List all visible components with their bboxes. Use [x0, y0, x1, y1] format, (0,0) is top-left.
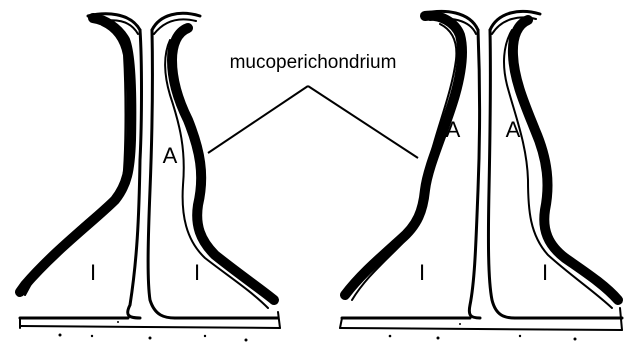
left-label-i-inner: I: [194, 260, 200, 285]
left-outer-mucosa-line: [20, 18, 131, 292]
right-label-a-outer: A: [446, 117, 461, 142]
right-base-line-lower: [340, 328, 622, 330]
right-right-mucosa-line: [513, 20, 618, 300]
right-label-i-inner: I: [542, 260, 548, 285]
leader-line-right: [308, 86, 418, 158]
left-outer-thin-line: [25, 25, 126, 295]
left-base-line-lower: [20, 326, 280, 328]
right-label-i-outer: I: [419, 260, 425, 285]
left-right-thin-line: [165, 40, 268, 308]
right-label-a-inner: A: [506, 117, 521, 142]
right-septum-left-edge: [469, 30, 480, 318]
right-right-thin-line: [504, 30, 612, 308]
left-label-a: A: [163, 143, 178, 168]
leader-line-left: [208, 86, 308, 153]
left-label-i-outer: I: [90, 260, 96, 285]
mucoperichondrium-label: mucoperichondrium: [230, 52, 397, 73]
